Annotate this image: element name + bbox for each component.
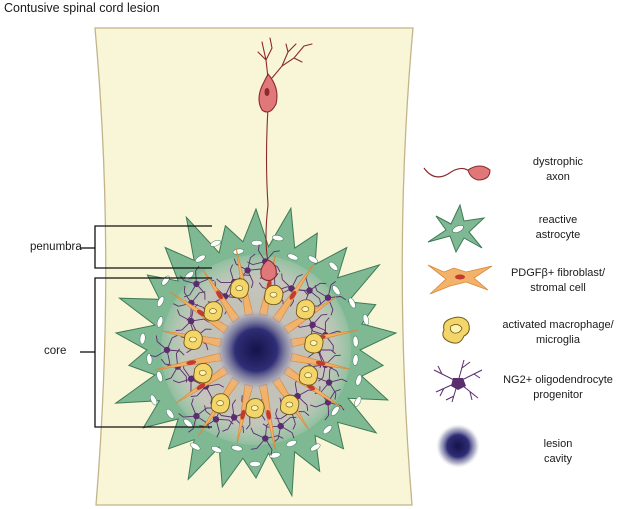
legend-label-ng2: NG2+ oligodendrocyte progenitor	[503, 374, 613, 401]
fibroblast-nucleus	[216, 290, 223, 300]
astrocyte-nucleus	[355, 374, 362, 386]
dystrophic-neuron	[257, 37, 313, 282]
astrocyte-nucleus	[190, 442, 201, 451]
macrophage	[264, 284, 284, 306]
lesion-cavity	[214, 308, 298, 392]
astrocyte-nucleus	[146, 353, 153, 365]
astrocyte-nucleus	[328, 261, 339, 271]
astrocyte-nucleus	[322, 425, 333, 435]
macrophage	[295, 299, 316, 320]
fibroblast-nucleus	[289, 290, 297, 300]
astrocyte-nucleus	[156, 316, 164, 328]
fibroblast-nucleus	[196, 383, 206, 390]
astrocyte-nucleus	[307, 255, 319, 264]
ng2-opc-icon	[433, 359, 483, 403]
reactive-astrocyte-icon	[427, 203, 486, 254]
penumbra-label: penumbra	[30, 241, 82, 253]
retraction-bulb	[260, 259, 277, 282]
astrocyte-nucleus	[249, 461, 261, 467]
astrocyte-nucleus	[310, 443, 321, 452]
fibroblast-nucleus	[315, 360, 326, 366]
figure-title: Contusive spinal cord lesion	[4, 1, 160, 15]
ng2-cell	[149, 334, 185, 369]
astrocyte-nucleus	[165, 408, 175, 419]
astrocyte-nucleus	[352, 335, 359, 348]
dystrophic-axon-icon	[423, 165, 491, 181]
astrocyte-nucleus	[354, 396, 362, 407]
fibroblast-nucleus	[266, 409, 271, 420]
astrocyte-nucleus	[195, 254, 206, 263]
ng2-cell	[216, 399, 252, 433]
fibroblast-nucleus	[196, 309, 206, 317]
legend-label-lesion-cavity: lesion cavity	[543, 438, 573, 465]
legend-label-fibroblast: PDGFβ+ fibroblast/ stromal cell	[510, 267, 606, 294]
macrophage	[183, 329, 203, 350]
astrocyte-nucleus	[362, 313, 370, 326]
astrocyte-nucleus	[269, 452, 281, 459]
astrocyte-nucleus	[211, 446, 223, 453]
ng2-cell	[178, 398, 213, 433]
legend-label-reactive-astrocyte: reactive astrocyte	[535, 214, 581, 241]
macrophage	[298, 365, 319, 386]
astrocyte-nucleus	[156, 370, 163, 383]
astrocyte-nucleus	[272, 235, 284, 242]
ng2-cell	[262, 408, 297, 443]
macrophage	[245, 398, 265, 419]
fibroblast-icon	[427, 264, 493, 295]
macrophage	[193, 363, 213, 384]
macrophage	[203, 301, 223, 322]
region-brackets	[80, 225, 212, 428]
macrophage	[279, 394, 300, 416]
macrophage	[229, 278, 250, 299]
astrocyte-nucleus	[332, 285, 341, 296]
macrophage-icon	[442, 316, 470, 344]
astrocyte-nucleus	[156, 296, 165, 307]
macrophage	[304, 333, 324, 354]
fibroblast-nucleus	[186, 360, 197, 365]
ng2-cell	[175, 304, 210, 339]
core-label: core	[44, 345, 67, 357]
astrocyte-nucleus	[232, 248, 245, 255]
fibroblast-nucleus	[240, 409, 246, 420]
ng2-cell	[312, 281, 347, 316]
macrophage-cells	[183, 278, 324, 419]
astrocyte-nucleus	[231, 445, 243, 452]
macrophage	[210, 393, 231, 414]
astrocyte-nucleus	[285, 440, 297, 447]
astrocyte-nucleus	[210, 240, 222, 247]
astrocyte-nucleus	[348, 297, 356, 309]
lesion-cavity-icon	[436, 424, 480, 468]
astrocyte-nucleus	[331, 405, 340, 416]
astrocyte-nucleus	[251, 240, 263, 246]
legend-label-macrophage: activated macrophage/ microglia	[502, 319, 614, 346]
legend-label-dystrophic-axon: dystrophic axon	[532, 156, 584, 183]
astrocyte-nucleus	[287, 253, 299, 261]
astrocyte-nucleus	[352, 354, 359, 366]
astrocyte-nucleus	[149, 394, 158, 406]
astrocyte-nucleus	[139, 332, 146, 345]
